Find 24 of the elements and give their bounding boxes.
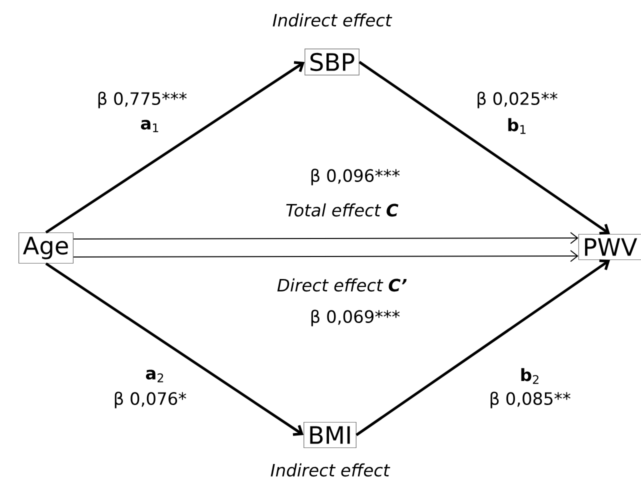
coefficient-label: β 0,085** [490, 392, 570, 408]
coefficient-label: β 0,775*** [98, 92, 187, 108]
coefficient-label: β 0,096*** [311, 168, 400, 186]
arrow [73, 232, 578, 244]
arrow [45, 61, 305, 234]
arrow [358, 60, 610, 235]
path-label: b$_{2}$ [521, 368, 538, 384]
arrow [73, 250, 578, 262]
variable-box: SBP [304, 48, 360, 76]
path-label: a$_{2}$ [146, 370, 164, 382]
coefficient-label: β 0,025** [478, 92, 558, 108]
variable-box: PWV [578, 234, 641, 260]
effect-caption: Indirect effect [272, 13, 392, 27]
effect-label: Total effect C [286, 203, 398, 217]
path-label: a$_{1}$ [140, 120, 158, 132]
path-label: b$_{1}$ [508, 118, 526, 134]
effect-label: Direct effect C’ [277, 278, 407, 292]
coefficient-label: β 0,076* [114, 392, 186, 408]
variable-box: BMI [304, 422, 356, 448]
arrow [45, 262, 304, 436]
effect-caption: Indirect effect [270, 463, 390, 477]
arrow [356, 259, 610, 436]
variable-box: Age [18, 232, 74, 264]
coefficient-label: β 0,069*** [311, 310, 400, 326]
